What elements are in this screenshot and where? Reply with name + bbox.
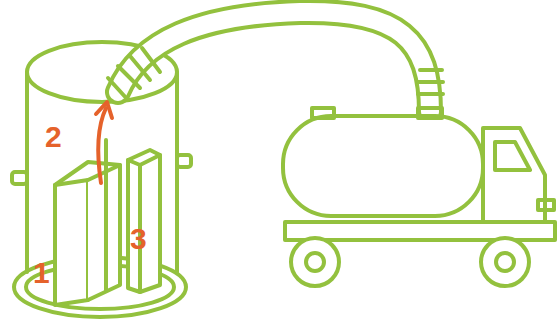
hose (118, 12, 430, 112)
callout-number: 3 (130, 224, 147, 254)
bumper (538, 200, 554, 210)
hose-inner (118, 12, 430, 112)
truck-tank (283, 116, 483, 216)
callout-number: 2 (45, 122, 62, 152)
chamber-box-top (55, 162, 120, 185)
chassis (285, 222, 555, 240)
outlet-pipe (177, 155, 191, 167)
hub (306, 253, 324, 271)
hub (496, 253, 514, 271)
hose-nozzle-ribs (108, 48, 160, 100)
callout-number: 1 (33, 258, 50, 288)
hose-ribs (418, 70, 443, 94)
wheel (481, 238, 529, 286)
baffle-panel-top (128, 155, 160, 165)
chamber-box (55, 180, 88, 305)
tank-hatch (312, 108, 334, 118)
tank-hatch (418, 108, 442, 118)
divider (104, 140, 108, 290)
cab-window (495, 142, 530, 170)
tank-wall (175, 72, 179, 272)
suction-arrow (98, 108, 106, 183)
truck-cab (483, 128, 545, 222)
wheel (291, 238, 339, 286)
inlet-pipe (12, 172, 27, 184)
suction-arrowhead (96, 102, 112, 118)
baffle-panel (128, 150, 160, 292)
